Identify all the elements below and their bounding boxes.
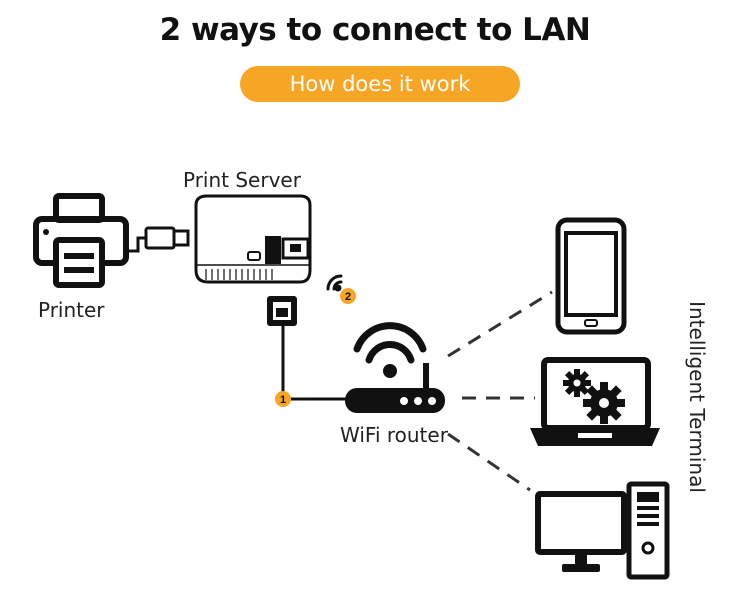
intelligent-terminal-label: Intelligent Terminal [685, 301, 709, 493]
wifi-router-icon [345, 322, 445, 413]
wifi-router-label: WiFi router [340, 423, 448, 447]
print-server-icon [194, 194, 312, 284]
wireless-badge: 2 [340, 288, 356, 304]
desktop-computer-icon [535, 481, 670, 580]
smartphone-icon [555, 217, 627, 335]
ethernet-port-icon [267, 296, 297, 326]
printer-label: Printer [38, 298, 105, 322]
ethernet-cable [281, 326, 347, 401]
svg-text:1: 1 [280, 394, 286, 406]
wireless-signal-icon [326, 274, 343, 292]
svg-text:2: 2 [345, 291, 351, 303]
how-it-works-button[interactable]: How does it work [240, 66, 520, 102]
usb-cable-icon [126, 226, 190, 253]
wireless-links [447, 290, 553, 492]
wired-badge: 1 [275, 391, 291, 407]
gears-icon [563, 369, 625, 424]
print-server-label: Print Server [183, 168, 301, 192]
printer-icon [33, 193, 129, 288]
page-title: 2 ways to connect to LAN [159, 12, 591, 48]
